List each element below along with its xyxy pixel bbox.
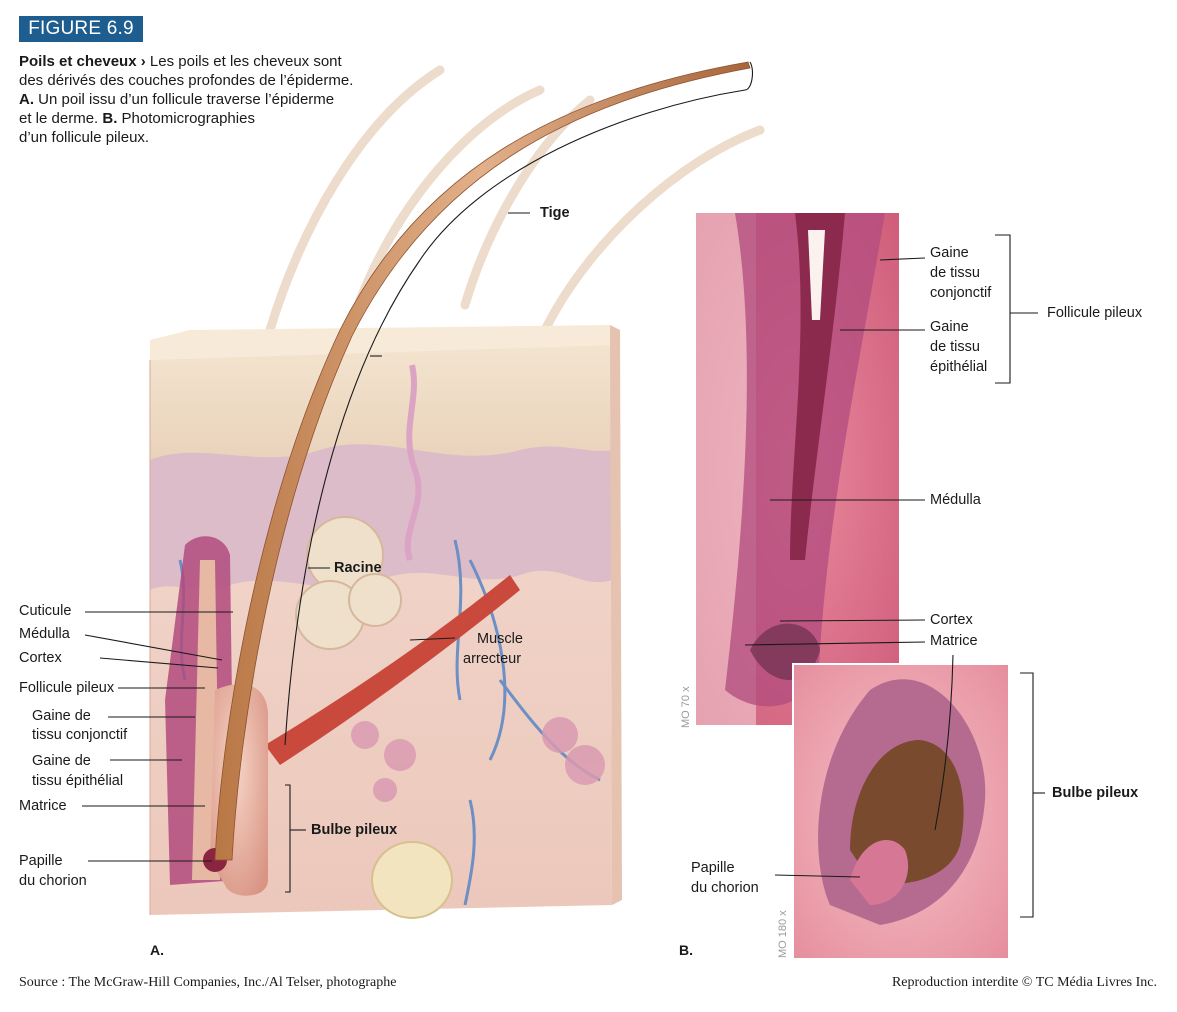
label-gaine-epi-b-3: épithélial [930,359,988,375]
label-bulbe-b: Bulbe pileux [1052,785,1139,801]
hair-shaft [214,61,751,861]
photomicrograph-follicle [696,213,899,725]
label-gaine-conj-a-2: tissu conjonctif [32,727,128,743]
caption-line-5: d’un follicule pileux. [19,129,150,146]
label-gaine-epi-a-1: Gaine de [32,753,91,769]
caption-line-4a: et le derme. [19,110,103,127]
leader-lines-a [82,61,754,893]
label-gaine-epi-b-1: Gaine [930,319,969,335]
label-gaine-conj-b-1: Gaine [930,245,969,261]
source-credit: Source : The McGraw-Hill Companies, Inc.… [19,975,397,990]
caption-line-2: des dérivés des couches profondes de l’é… [19,72,354,89]
label-follicule-a: Follicule pileux [19,680,115,696]
surface-hairs [265,65,765,335]
label-papille-b-1: Papille [691,860,735,876]
label-gaine-epi-b-2: de tissu [930,339,980,355]
label-papille-b-2: du chorion [691,880,759,896]
caption-line-1: Les poils et les cheveux sont [145,53,342,70]
caption-a-mark: A. [19,91,34,108]
caption-arrow: › [140,53,146,70]
label-gaine-conj-b-3: conjonctif [930,285,992,301]
label-matrice-b: Matrice [930,633,978,649]
label-papille-a-2: du chorion [19,873,87,889]
label-medulla-b: Médulla [930,492,981,508]
fat-lobules [351,717,605,802]
panel-b-letter: B. [679,942,693,958]
label-papille-a-1: Papille [19,853,63,869]
label-cuticule: Cuticule [19,603,72,619]
figure-number-badge: FIGURE 6.9 [19,16,143,42]
leader-lines-b [744,234,1045,918]
label-muscle-1: Muscle [477,631,523,647]
arrector-pili-muscle [265,575,520,765]
label-racine: Racine [334,560,382,576]
label-bulbe-a: Bulbe pileux [311,822,398,838]
copyright-notice: Reproduction interdite © TC Média Livres… [891,975,1157,990]
label-gaine-conj-a-1: Gaine de [32,708,91,724]
magnification-bottom: MO 180 x [777,910,789,958]
label-follicule-b: Follicule pileux [1047,305,1143,321]
label-tige: Tige [540,205,570,221]
sebaceous-gland [295,516,402,650]
label-matrice-a: Matrice [19,798,67,814]
label-cortex-a: Cortex [19,650,62,666]
panel-a-letter: A. [150,942,164,958]
photomicrograph-bulb [792,663,1010,960]
caption-line-3: Un poil issu d’un follicule traverse l’é… [34,91,335,108]
lamellated-corpuscle [371,841,453,919]
label-gaine-epi-a-2: tissu épithélial [32,773,124,789]
caption-line-4b: Photomicrographies [117,110,255,127]
magnification-top: MO 70 x [680,686,692,728]
label-muscle-2: arrecteur [463,651,522,667]
sweat-duct [404,364,422,561]
label-cortex-b: Cortex [930,612,973,628]
label-gaine-conj-b-2: de tissu [930,265,980,281]
figure-caption: Poils et cheveux › Les poils et les chev… [19,52,419,147]
caption-title: Poils et cheveux [19,53,137,70]
caption-b-mark: B. [102,110,118,127]
label-medulla-a: Médulla [19,626,70,642]
